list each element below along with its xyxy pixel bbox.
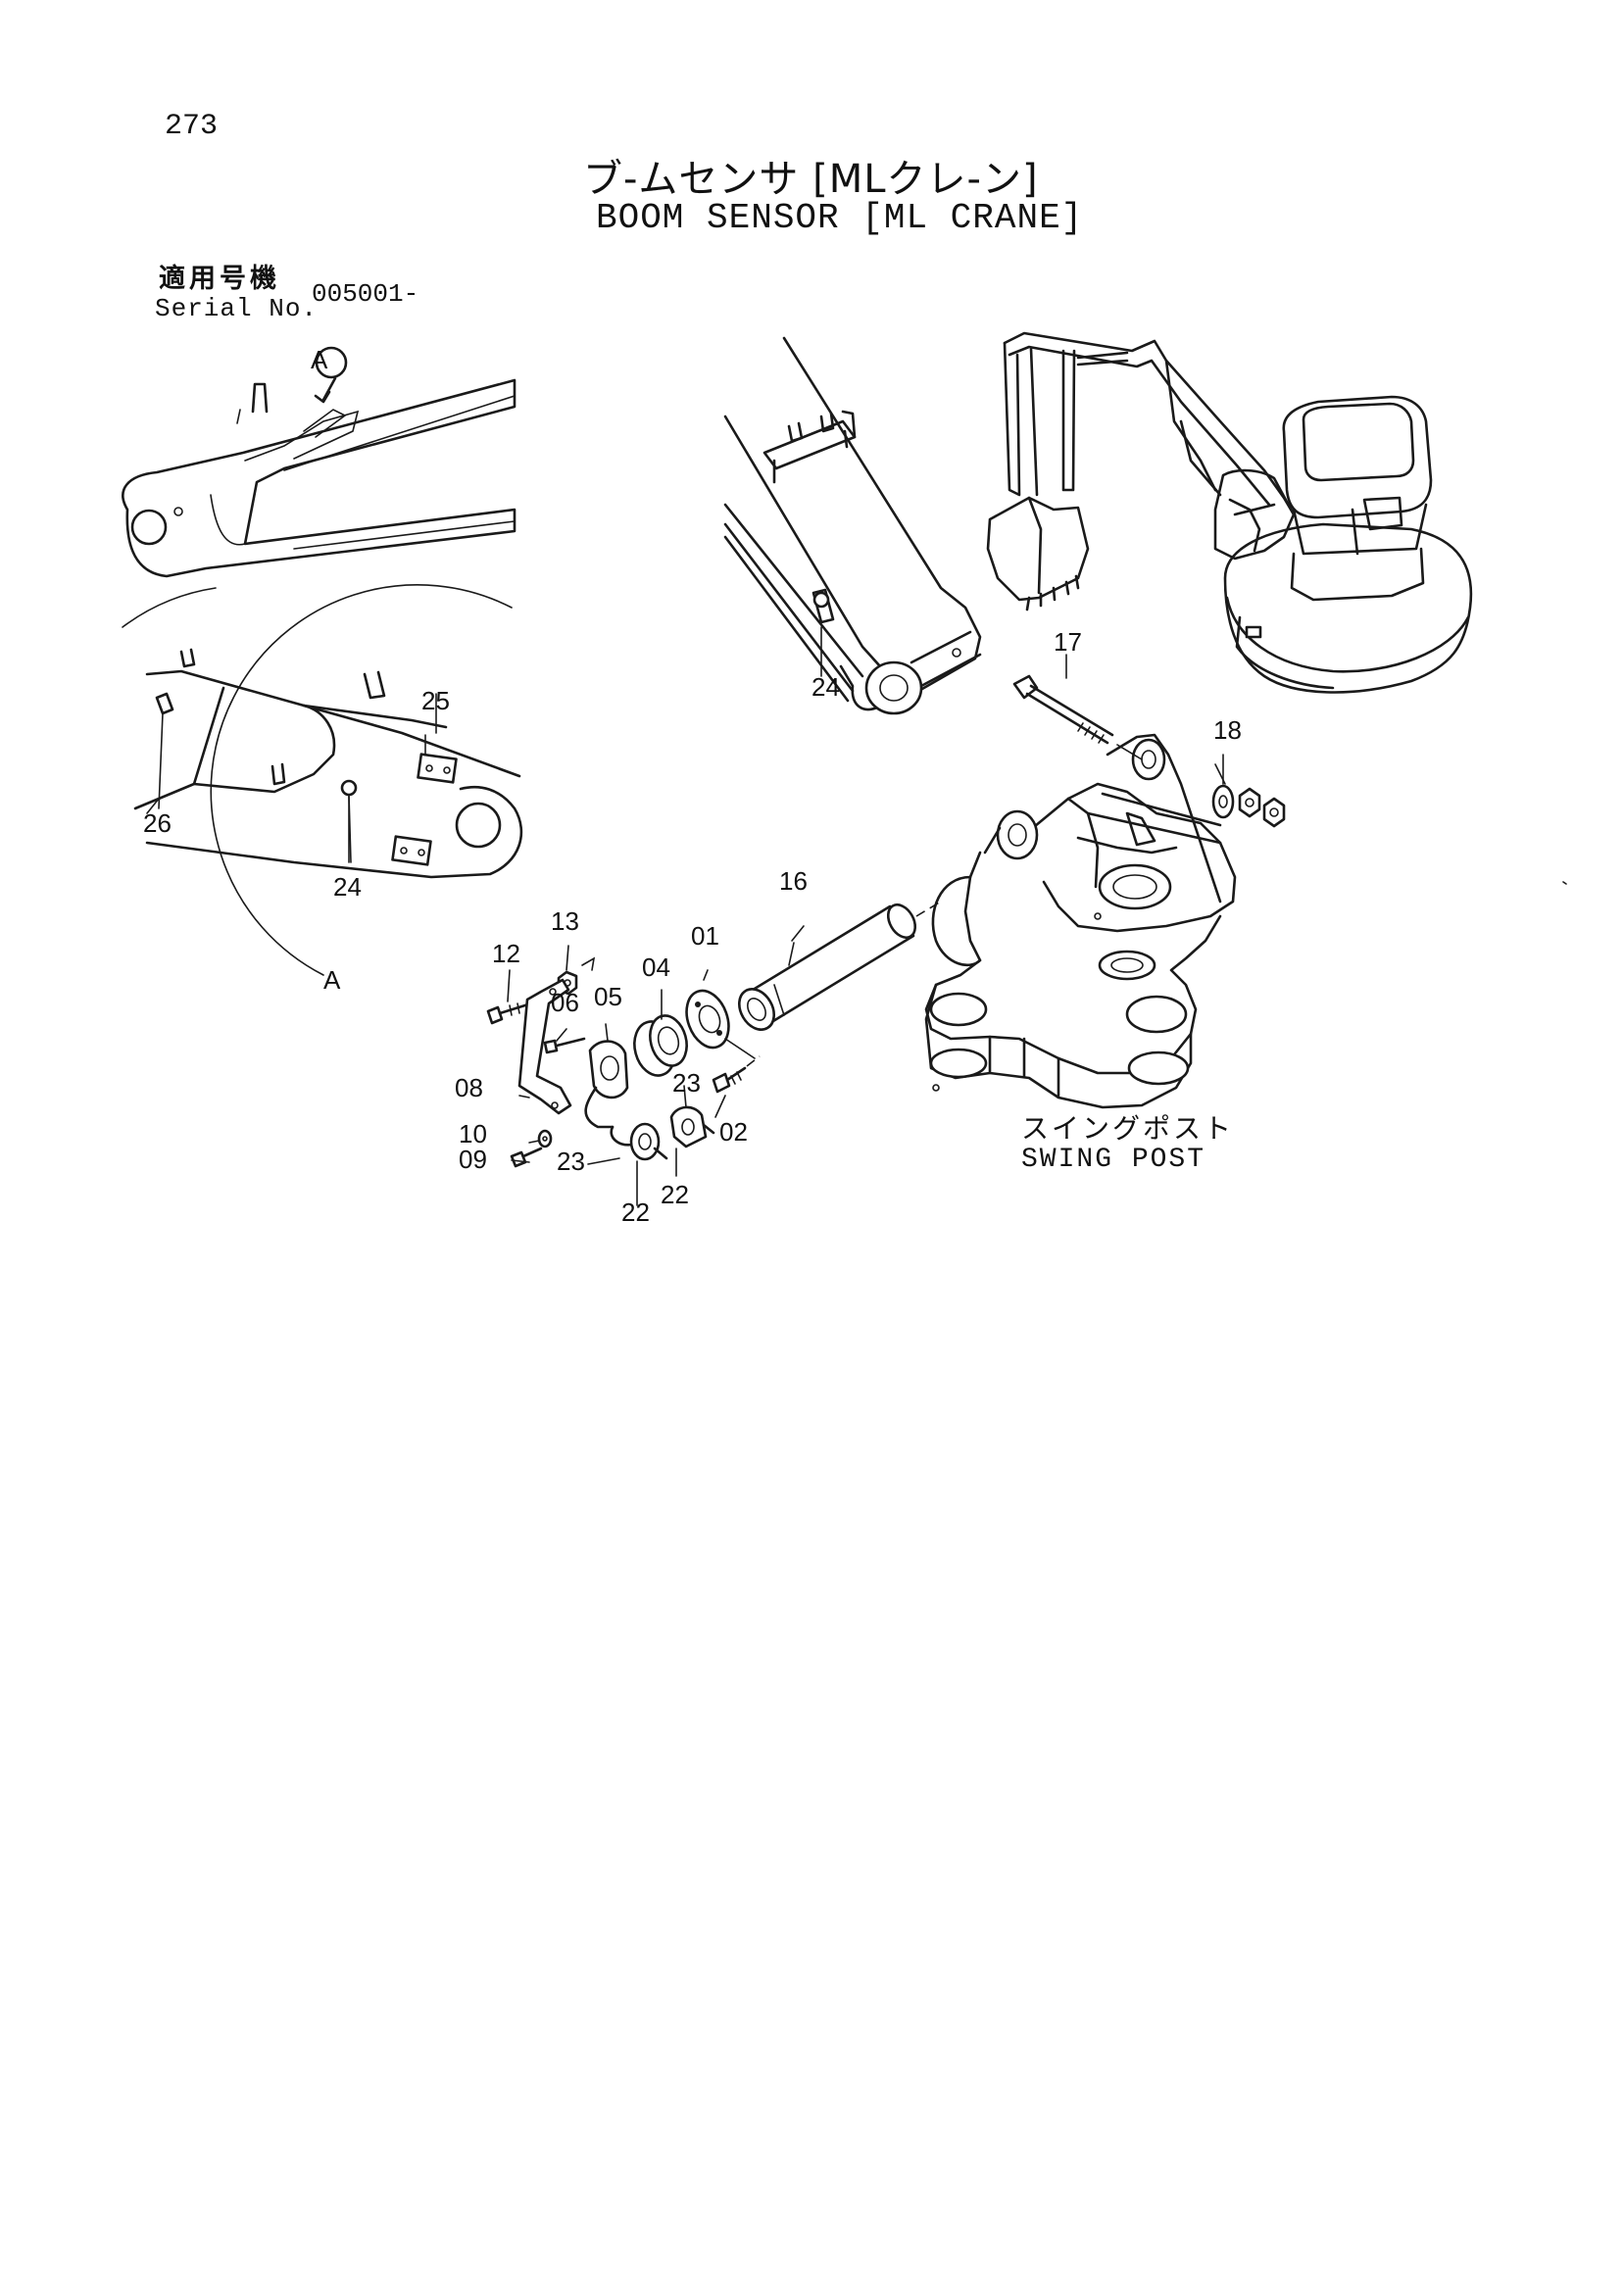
washer-and-nuts-18	[1211, 763, 1286, 828]
swing-post-label-english: SWING POST	[1021, 1145, 1206, 1175]
excavator-overview	[986, 331, 1567, 885]
boom-arm-overview	[122, 346, 516, 578]
page-number: 273	[165, 110, 219, 143]
swing-post-label-japanese: スイングポスト	[1021, 1112, 1235, 1145]
part-label-23-left: 23	[557, 1147, 585, 1176]
bolt-06	[543, 1037, 586, 1054]
title-english: BOOM SENSOR [ML CRANE]	[596, 198, 1084, 238]
pin-16	[738, 901, 942, 1031]
part-label-12: 12	[492, 939, 520, 968]
part-label-25: 25	[421, 686, 450, 715]
detail-a-label: A	[323, 965, 341, 995]
bolt-02	[712, 1055, 761, 1118]
leader-lines	[146, 626, 1224, 1163]
part-label-08: 08	[455, 1073, 483, 1102]
sensor-05	[584, 1023, 629, 1129]
serial-label-english: Serial No.	[155, 294, 319, 323]
part-label-13: 13	[551, 906, 579, 936]
part-label-09: 09	[459, 1145, 487, 1174]
collar-04	[633, 989, 688, 1077]
serial-label-japanese: 適用号機	[159, 264, 280, 294]
clamp-22-23-left	[587, 1122, 668, 1206]
washer-10	[537, 1129, 553, 1148]
clamp-22-23-right	[669, 1085, 715, 1177]
callout-a-label: A	[311, 345, 328, 374]
bracket-08	[517, 978, 572, 1115]
part-label-26: 26	[143, 808, 172, 838]
part-label-23-right: 23	[672, 1068, 701, 1098]
part-label-04: 04	[642, 953, 670, 982]
part-label-05: 05	[594, 982, 622, 1011]
part-label-24-boom: 24	[812, 672, 840, 702]
part-label-06: 06	[551, 988, 579, 1017]
part-label-10: 10	[459, 1119, 487, 1148]
part-label-16: 16	[779, 866, 808, 896]
part-label-18: 18	[1213, 715, 1242, 745]
part-label-22-right: 22	[661, 1180, 689, 1209]
detail-view-a	[122, 584, 523, 976]
boom-main	[723, 336, 982, 715]
part-label-24-detail: 24	[333, 872, 362, 902]
part-label-02: 02	[719, 1117, 748, 1147]
serial-number-value: 005001-	[312, 279, 419, 309]
bolt-09	[510, 1147, 543, 1168]
bolt-17	[1012, 674, 1143, 760]
swing-post	[924, 733, 1237, 1109]
title-japanese: ブ-ムセンサ [MLクレ-ン]	[583, 157, 1039, 202]
part-label-22-left: 22	[621, 1197, 650, 1227]
part-label-01: 01	[691, 921, 719, 951]
plate-01	[685, 969, 756, 1059]
part-label-17: 17	[1054, 627, 1082, 657]
